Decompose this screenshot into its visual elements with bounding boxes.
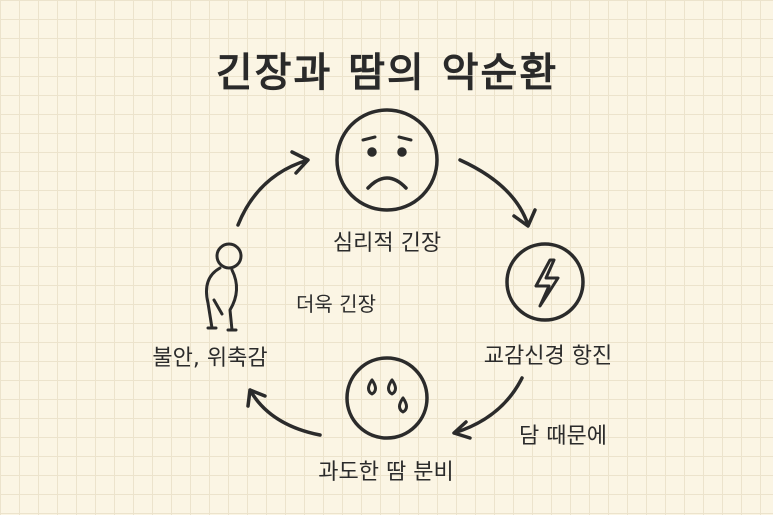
node-psych-tension: 심리적 긴장 (332, 231, 442, 256)
node-sympathetic: 교감신경 항진 (483, 344, 613, 369)
diagram-title: 긴장과 땀의 악순환 (215, 50, 559, 96)
node-sweat: 과도한 땀 분비 (318, 460, 454, 485)
edge-label-because-sweat: 담 때문에 (519, 424, 607, 449)
node-anxiety: 불안, 위축감 (152, 346, 268, 371)
sad-face-icon (335, 108, 439, 212)
hunched-person-icon (205, 242, 243, 332)
edge-label-more-tension: 더욱 긴장 (296, 292, 376, 316)
arrow-tension-to-sympathetic (458, 158, 537, 228)
arrow-sweat-to-anxiety (246, 388, 322, 437)
arrow-sympathetic-to-sweat (452, 376, 524, 440)
lightning-icon (505, 242, 585, 322)
sweat-drops-icon (345, 356, 429, 440)
arrow-anxiety-to-tension (236, 150, 310, 227)
